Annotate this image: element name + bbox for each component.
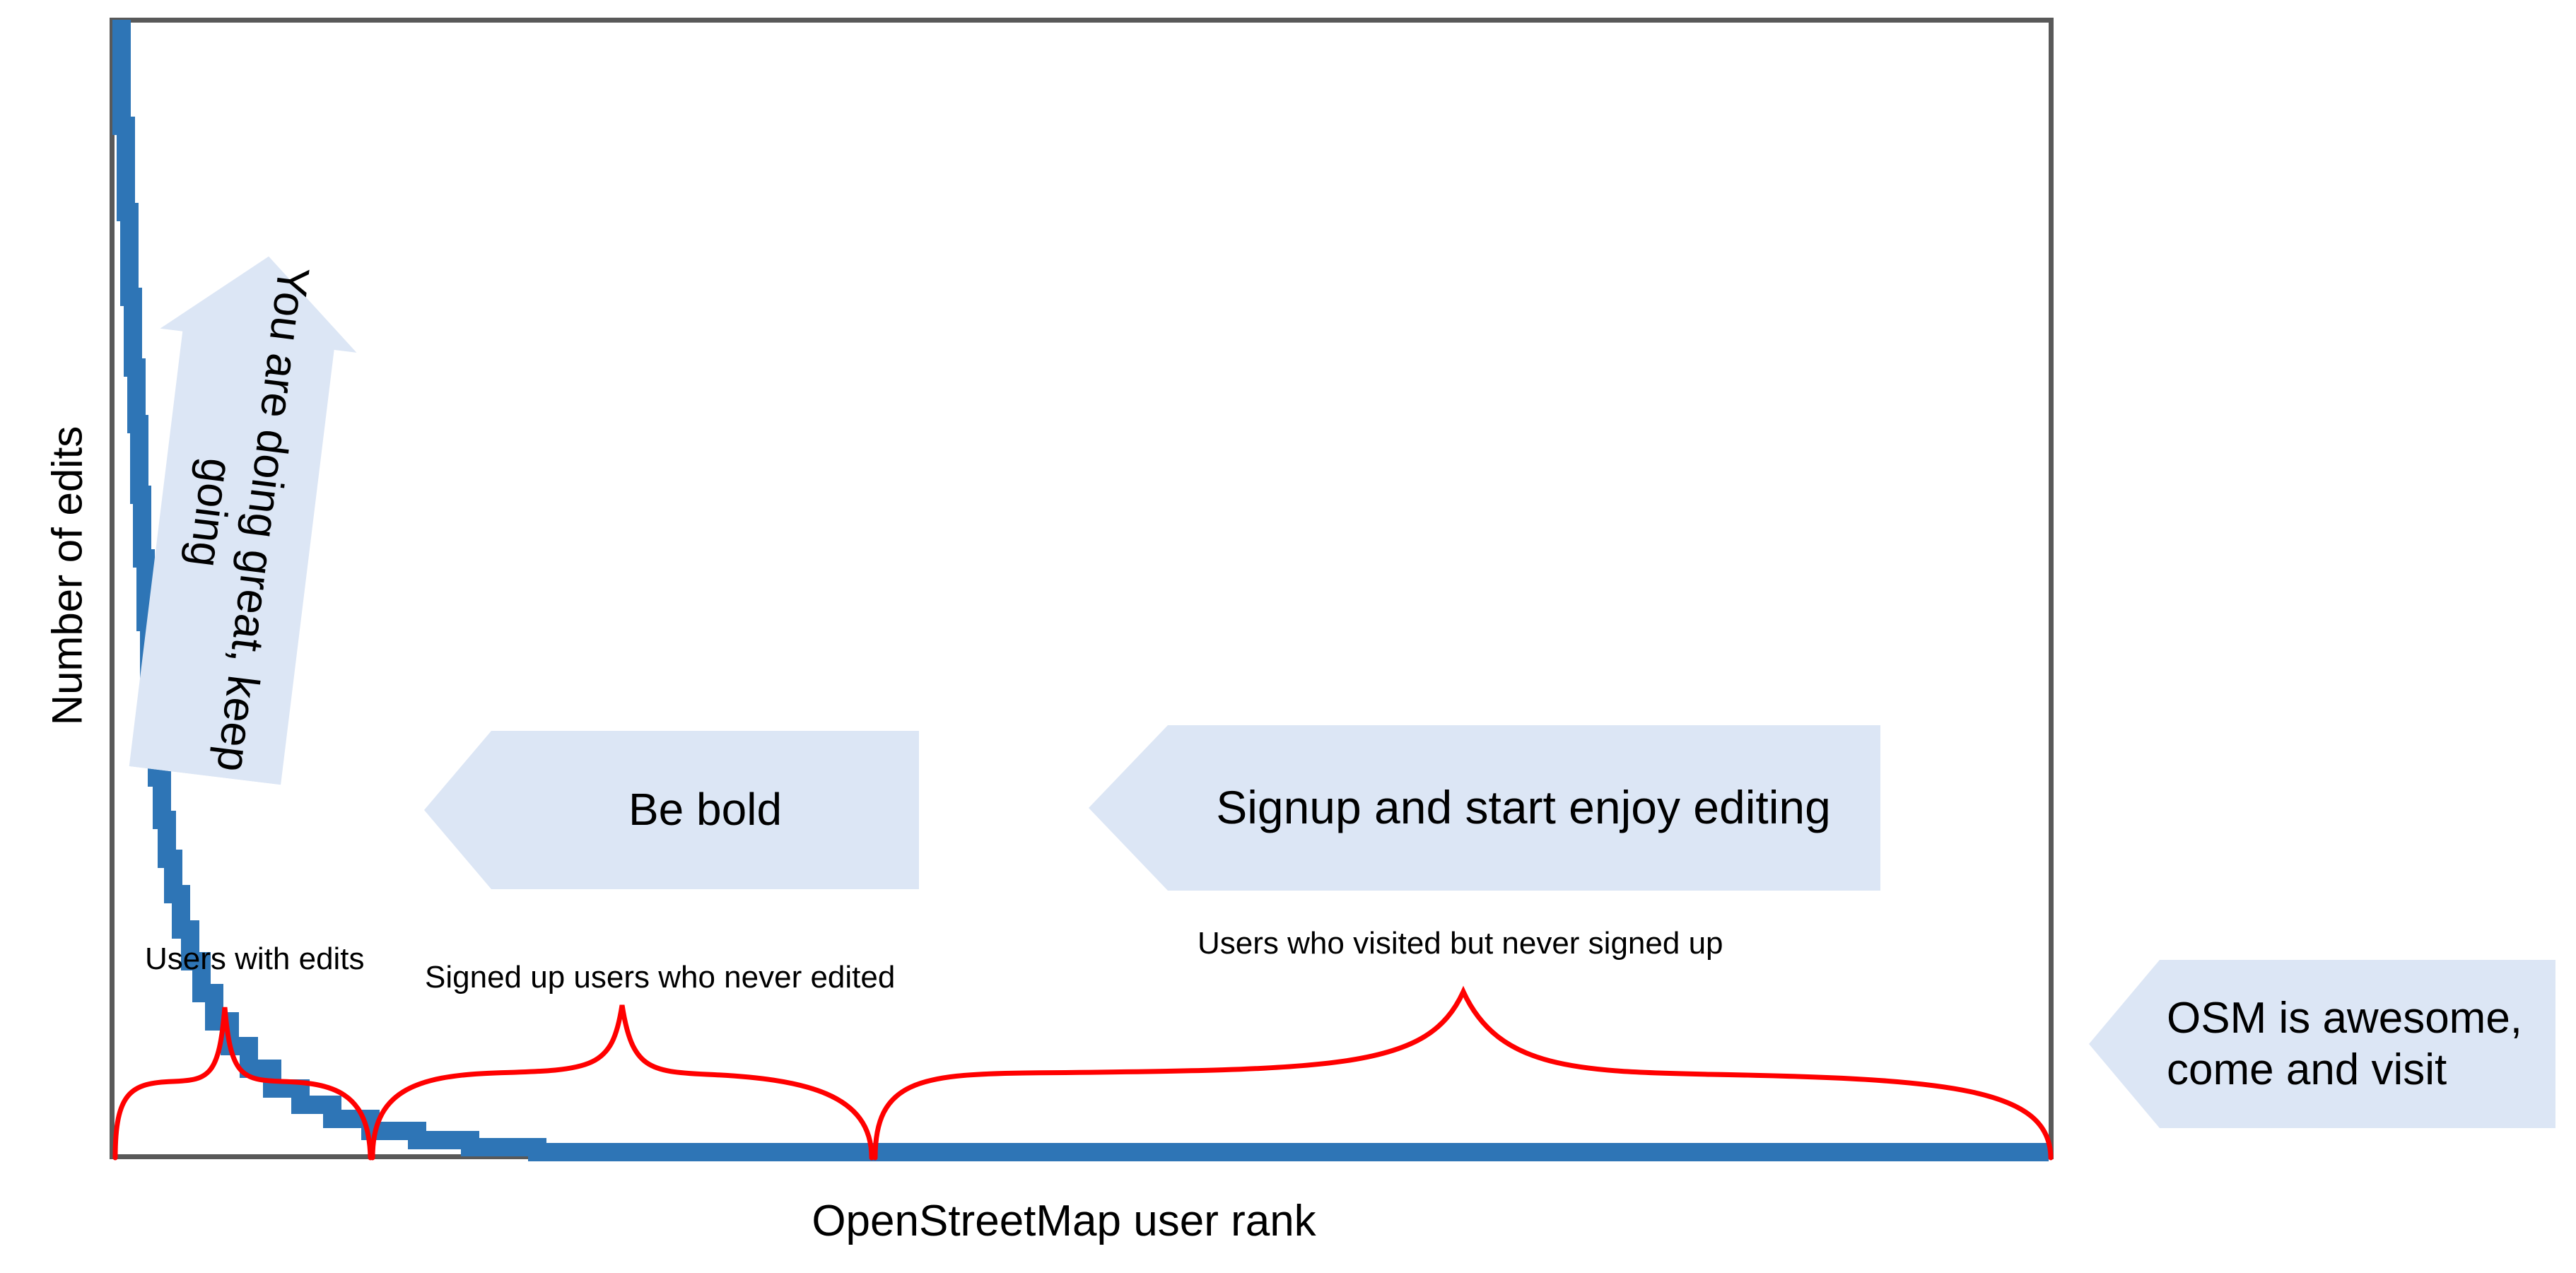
plot-area-frame [110, 18, 2054, 1159]
brace-visited-never-signed-up [872, 985, 2054, 1161]
callout-label-osm-is-awesome-come-and-visit: OSM is awesome, come and visit [2167, 956, 2534, 1132]
callout-you-are-doing-great[interactable]: You are doing great, keep going [107, 245, 367, 788]
brace-label-visited-never-signed-up: Users who visited but never signed up [1198, 926, 1723, 961]
callout-osm-is-awesome-come-and-visit[interactable]: OSM is awesome, come and visit [2089, 956, 2555, 1132]
left-arrow-shape-icon [2089, 960, 2555, 1128]
up-arrow-shape-icon [129, 256, 357, 785]
brace-label-users-with-edits: Users with edits [145, 941, 365, 976]
callout-osm-line-1: OSM is awesome, [2167, 993, 2523, 1043]
left-arrow-shape-icon [424, 731, 919, 889]
series-number-of-edits [112, 20, 2049, 1161]
brace-signed-up-never-edited [370, 1004, 874, 1161]
callout-label-signup-and-start-enjoy-editing: Signup and start enjoy editing [1216, 781, 1831, 834]
left-arrow-shape-icon [1089, 725, 1880, 891]
callout-signup-and-start-enjoy-editing[interactable]: Signup and start enjoy editing [1089, 720, 1880, 896]
brace-users-with-edits [112, 1007, 373, 1161]
callout-osm-line-2: come and visit [2167, 1045, 2447, 1094]
x-axis-title: OpenStreetMap user rank [812, 1197, 1316, 1245]
brace-label-signed-up-never-edited: Signed up users who never edited [425, 960, 896, 995]
callout-be-bold[interactable]: Be bold [424, 725, 919, 895]
callout-label-be-bold: Be bold [628, 784, 783, 835]
y-axis-title: Number of edits [43, 426, 91, 726]
